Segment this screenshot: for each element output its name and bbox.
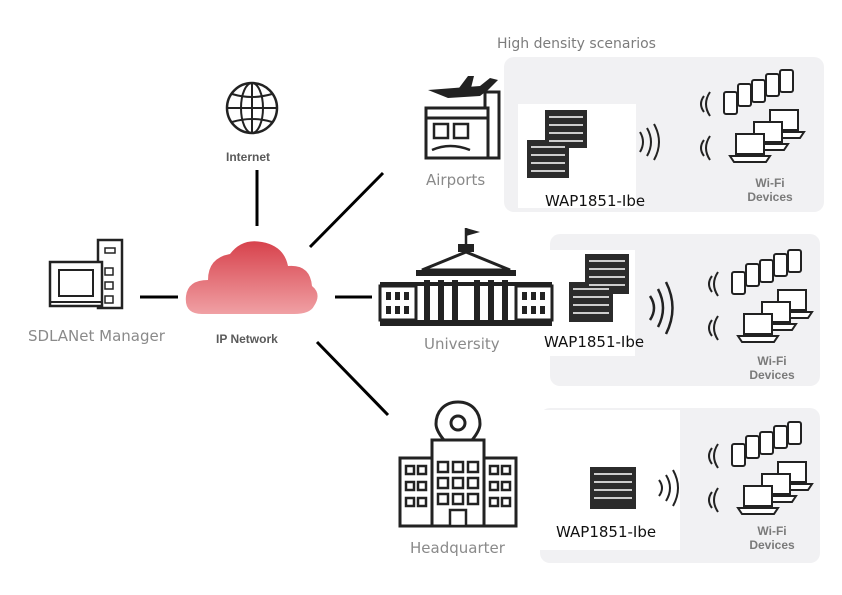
- device-cluster-headquarter: [708, 421, 814, 515]
- computer-server-icon: [48, 238, 124, 310]
- access-point-icon: [527, 110, 587, 178]
- access-point-icon: [569, 254, 629, 322]
- globe-icon: [225, 81, 279, 135]
- phone-icon: [731, 421, 802, 467]
- wifi-waves-icon: [639, 123, 660, 161]
- devices-label-line1: Wi-Fi: [757, 354, 787, 368]
- line-network-airports: [308, 171, 385, 249]
- wifi-waves-icon: [708, 443, 719, 513]
- university-icon: [378, 228, 554, 326]
- wifi-waves-icon: [658, 469, 679, 507]
- device-cluster-airports: [700, 69, 806, 163]
- laptop-icon: [736, 289, 814, 343]
- access-point-icon: [590, 467, 636, 509]
- airport-icon: [424, 76, 501, 160]
- line-network-headquarter: [315, 340, 390, 417]
- phone-icon: [723, 69, 794, 115]
- laptop-icon: [736, 461, 814, 515]
- wifi-waves-icon: [648, 281, 674, 335]
- airports-ap-label: WAP1851-Ibe: [545, 192, 646, 210]
- headquarter-devices-label: Wi-Fi Devices: [744, 524, 800, 552]
- headquarter-label: Headquarter: [410, 539, 505, 557]
- cloud-icon: [185, 241, 318, 314]
- university-devices-label: Wi-Fi Devices: [744, 354, 800, 382]
- headquarter-ap-label: WAP1851-Ibe: [556, 523, 657, 541]
- laptop-icon: [728, 109, 806, 163]
- university-label: University: [424, 335, 500, 353]
- network-label: IP Network: [216, 332, 278, 346]
- devices-label-line1: Wi-Fi: [757, 524, 787, 538]
- airports-label: Airports: [426, 171, 486, 189]
- internet-label: Internet: [226, 150, 271, 164]
- device-cluster-university: [708, 249, 814, 343]
- wifi-waves-icon: [700, 91, 711, 161]
- devices-label-line2: Devices: [747, 190, 793, 204]
- university-ap-label: WAP1851-Ibe: [544, 333, 645, 351]
- manager-label: SDLANet Manager: [28, 327, 165, 345]
- diagram-title: High density scenarios: [497, 36, 656, 52]
- wifi-waves-icon: [708, 271, 719, 341]
- phone-icon: [731, 249, 802, 295]
- headquarter-icon: [398, 400, 518, 528]
- devices-label-line2: Devices: [749, 368, 795, 382]
- airports-devices-label: Wi-Fi Devices: [742, 176, 798, 204]
- devices-label-line1: Wi-Fi: [755, 176, 785, 190]
- devices-label-line2: Devices: [749, 538, 795, 552]
